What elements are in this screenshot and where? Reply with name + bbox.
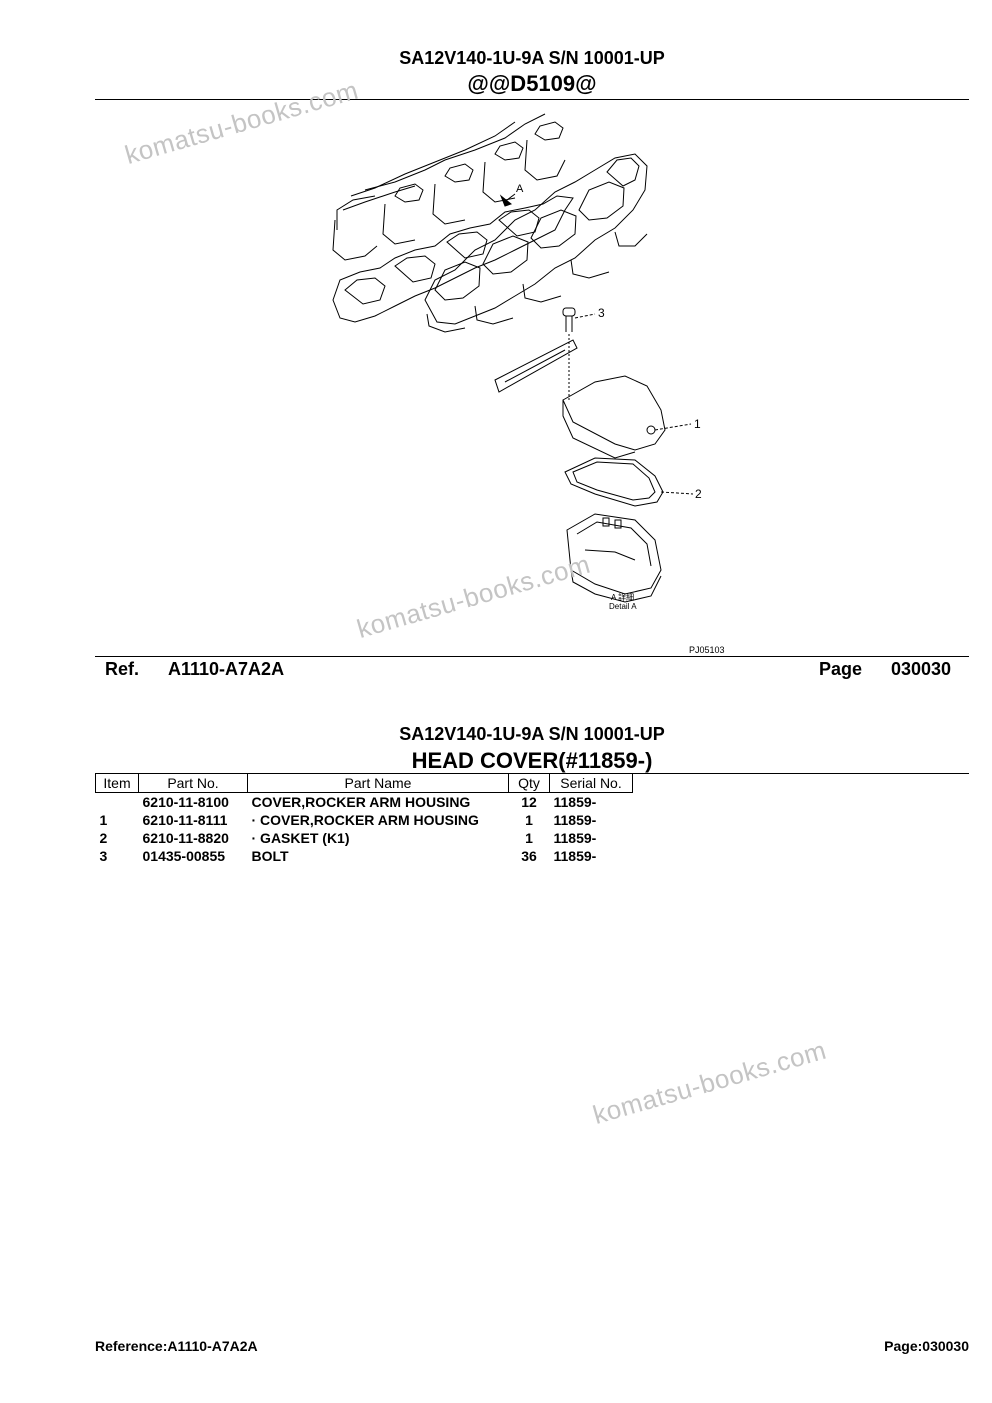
col-part-no: Part No.: [138, 774, 248, 793]
table-row: 3 01435-00855 BOLT 36 11859-: [96, 847, 633, 865]
cell-part-no: 6210-11-8111: [142, 812, 228, 828]
diagram-bottom-rule: [95, 656, 969, 657]
cell-serial: 11859-: [553, 812, 597, 828]
cell-part-name: · COVER,ROCKER ARM HOUSING: [251, 812, 479, 828]
cell-qty: 1: [525, 812, 533, 828]
cell-part-no: 6210-11-8820: [142, 830, 229, 846]
page-label: Page: [819, 659, 863, 679]
table-row: 1 6210-11-8111 · COVER,ROCKER ARM HOUSIN…: [96, 811, 633, 829]
cell-part-name: COVER,ROCKER ARM HOUSING: [251, 794, 471, 810]
gasket-part: [564, 457, 694, 507]
cell-serial: 11859-: [553, 830, 597, 846]
detail-label-jp: A 詳細: [611, 592, 634, 602]
callout-1: 1: [694, 417, 701, 431]
cell-serial: 11859-: [553, 848, 597, 864]
callout-3: 3: [598, 306, 605, 320]
header-rule: [95, 99, 969, 100]
section-model: SA12V140-1U-9A S/N 10001-UP: [399, 724, 665, 744]
cell-qty: 1: [525, 830, 533, 846]
footer-reference: Reference:A1110-A7A2A: [95, 1338, 258, 1354]
shield-plate: [494, 334, 578, 402]
cell-item: 3: [99, 848, 108, 864]
cell-serial: 11859-: [553, 794, 597, 810]
cylinder-head-detail: [566, 513, 662, 603]
arrow-label: A: [516, 183, 524, 195]
figure-code: PJ05103: [689, 645, 725, 655]
cell-part-no: 01435-00855: [142, 848, 226, 864]
table-header-row: Item Part No. Part Name Qty Serial No.: [95, 774, 633, 793]
cell-part-name: BOLT: [251, 848, 289, 864]
callout-2: 2: [695, 487, 702, 501]
col-qty: Qty: [508, 774, 550, 793]
detail-label-en: Detail A: [609, 602, 637, 611]
head-cover-part: [562, 375, 692, 459]
header-model: SA12V140-1U-9A S/N 10001-UP: [399, 48, 665, 68]
ref-value: A1110-A7A2A: [168, 659, 285, 679]
cell-part-name: · GASKET (K1): [251, 830, 350, 846]
header-code: @@D5109@: [467, 71, 597, 96]
section-title: HEAD COVER(#11859-): [411, 748, 653, 773]
section-rule: [95, 773, 969, 774]
parts-diagram: 3 1 2 A A 詳細 Detail A PJ05103: [332, 113, 725, 655]
engine-bank-upper: [332, 113, 574, 323]
watermark: komatsu-books.com: [589, 1034, 830, 1131]
cell-part-no: 6210-11-8100: [142, 794, 229, 810]
col-part-name: Part Name: [247, 774, 509, 793]
col-item: Item: [95, 774, 139, 793]
cell-item: [96, 793, 139, 812]
cell-qty: 12: [521, 794, 537, 810]
table-row: 2 6210-11-8820 · GASKET (K1) 1 11859-: [96, 829, 633, 847]
col-serial: Serial No.: [549, 774, 633, 793]
bolt-part: [562, 307, 596, 332]
engine-bank-lower: [424, 153, 648, 333]
cell-item: 1: [99, 812, 108, 828]
parts-table: Item Part No. Part Name Qty Serial No. 6…: [95, 774, 633, 865]
cell-qty: 36: [521, 848, 537, 864]
table-row: 6210-11-8100 COVER,ROCKER ARM HOUSING 12…: [96, 793, 633, 812]
ref-label: Ref.: [105, 659, 140, 679]
page-value: 030030: [891, 659, 952, 679]
footer-page: Page:030030: [884, 1338, 969, 1354]
cell-item: 2: [99, 830, 108, 846]
